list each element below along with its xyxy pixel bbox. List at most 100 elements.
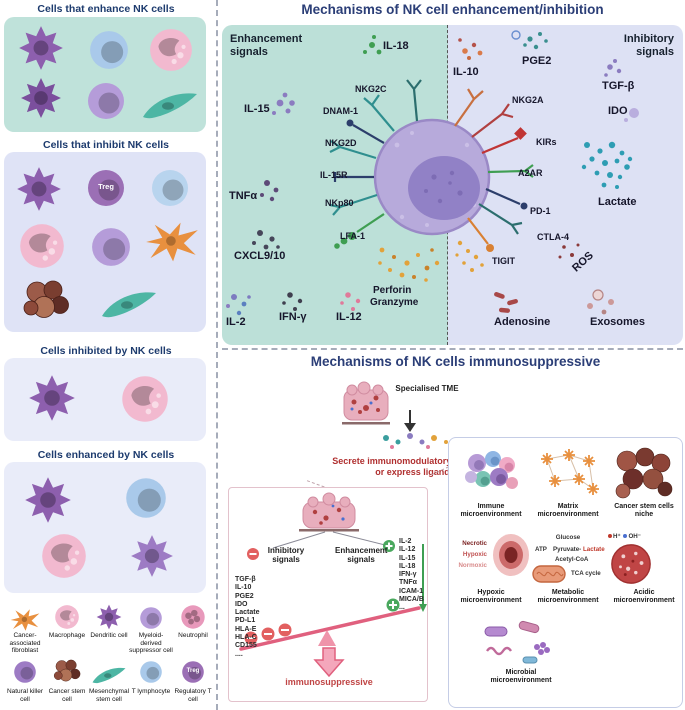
receptor-nkp80 bbox=[329, 193, 378, 216]
list-item: .... bbox=[235, 650, 243, 658]
list-item: ... bbox=[399, 604, 405, 612]
signal-label-il15: IL-15 bbox=[244, 103, 270, 115]
microenv-caption-acidic: Acidic microenvironment bbox=[613, 589, 675, 605]
receptor-nkg2a bbox=[471, 103, 514, 138]
panel-title-enhance-nk: Cells that enhance NK cells bbox=[37, 3, 175, 15]
panel-title-inhibit-nk: Cells that inhibit NK cells bbox=[42, 139, 170, 151]
signal-label-il2: IL-2 bbox=[226, 316, 246, 328]
t-lymphocyte-icon bbox=[150, 168, 190, 208]
microenv-caption-hypoxic: Hypoxic microenvironment bbox=[460, 589, 522, 605]
balance-inhibitory-list: TGF-β IL-10 PGE2 IDO Lactate PD-L1 HLA-E… bbox=[235, 576, 260, 659]
receptor-il15r bbox=[333, 172, 374, 182]
mesenchymal-cell-icon bbox=[142, 87, 198, 123]
mdsc-icon bbox=[90, 226, 132, 268]
receptor-il10r bbox=[454, 88, 484, 127]
metabolic-term-tca: TCA cycle bbox=[571, 570, 601, 577]
list-item: IDO bbox=[235, 600, 248, 608]
branch-lines bbox=[272, 531, 386, 549]
green-down-arrowhead bbox=[419, 604, 427, 612]
mesenchymal-cell-icon bbox=[100, 286, 158, 322]
receptor-label-a2ar: A2AR bbox=[518, 168, 543, 178]
mdsc-icon bbox=[139, 606, 163, 630]
nk-cell-body bbox=[373, 118, 491, 236]
inhibitory-signals-header: Inhibitory signals bbox=[623, 33, 674, 58]
signal-label-tgfb: TGF-β bbox=[602, 80, 635, 92]
cancer-stem-niche-icon bbox=[615, 447, 673, 499]
oh-ion-dot-icon bbox=[623, 534, 628, 538]
legend-label: Myeloid-derived suppressor cell bbox=[129, 632, 173, 655]
receptor-dnam1 bbox=[346, 119, 385, 144]
list-item: Lactate bbox=[235, 609, 260, 617]
list-item: TGF-β bbox=[235, 576, 256, 583]
hypoxic-zone-label: Normoxic bbox=[458, 562, 487, 569]
receptor-nkg2d bbox=[329, 140, 377, 160]
mechanisms-title: Mechanisms of NK cell enhancement/inhibi… bbox=[301, 2, 604, 17]
legend-label: Cancer-associated fibroblast bbox=[9, 632, 41, 655]
signal-label-perforin: Perforin bbox=[373, 285, 412, 296]
nk-mechanisms-illustration bbox=[226, 30, 639, 316]
macrophage-icon bbox=[40, 532, 88, 580]
receptor-label-tigit: TIGIT bbox=[492, 256, 515, 266]
receptor-ctla4 bbox=[478, 203, 523, 235]
receptor-tigit bbox=[467, 217, 494, 252]
ifng-molecules-icon bbox=[282, 292, 303, 311]
il15-molecules-icon bbox=[272, 92, 295, 115]
oh-ion-label: OH⁻ bbox=[628, 533, 642, 540]
plus-icon bbox=[383, 540, 395, 552]
microenv-caption-immune: Immune microenvironment bbox=[460, 503, 522, 519]
hypoxic-zone-label: Hypoxic bbox=[462, 551, 487, 558]
tigit-side-molecules-icon bbox=[455, 240, 484, 272]
h-ion-label: H⁺ bbox=[613, 533, 621, 540]
macrophage-icon bbox=[18, 222, 66, 270]
il2-molecules-icon bbox=[226, 294, 251, 316]
specialised-tme-icon bbox=[342, 381, 390, 425]
dendritic-cell-icon bbox=[96, 604, 122, 630]
legend-label: Cancer stem cell bbox=[48, 688, 86, 703]
secrete-molecules-text: Secrete immunomodulatory molecules or ex… bbox=[332, 456, 498, 477]
receptor-label-nkg2d: NKG2D bbox=[325, 138, 357, 148]
receptor-il18r bbox=[406, 79, 422, 122]
receptor-kirs bbox=[481, 127, 527, 155]
receptor-label-dnam1: DNAM-1 bbox=[323, 106, 358, 116]
list-item: IFN-γ bbox=[399, 571, 417, 579]
cancer-stem-cell-icon bbox=[53, 658, 81, 684]
specialised-tme-label: Specialised TME bbox=[395, 384, 459, 393]
immune-microenvironment-icon bbox=[465, 451, 518, 489]
ros-molecules-icon bbox=[558, 243, 580, 259]
list-item: IL-18 bbox=[399, 562, 416, 570]
legend-label: Natural killer cell bbox=[6, 688, 44, 703]
panel-title-inhibited-by-nk: Cells inhibited by NK cells bbox=[40, 345, 172, 357]
minus-icon bbox=[244, 631, 258, 645]
list-item: IL-12 bbox=[399, 546, 416, 554]
signal-label-ido: IDO bbox=[608, 105, 628, 117]
macrophage-icon bbox=[120, 374, 170, 424]
fibroblast-icon bbox=[144, 220, 200, 264]
immunosuppressive-arrow-icon bbox=[313, 647, 345, 678]
receptor-label-ctla4: CTLA-4 bbox=[537, 232, 569, 242]
horizontal-dashed-divider bbox=[222, 348, 683, 350]
acidic-ion-legend: H⁺ OH⁻ bbox=[607, 533, 641, 540]
list-item: IL-2 bbox=[399, 538, 412, 545]
list-item: HLA-E bbox=[235, 625, 257, 633]
il10-molecules-icon bbox=[458, 38, 483, 60]
t-lymphocyte-icon bbox=[124, 476, 168, 520]
panel-cells-inhibited-by-nk bbox=[4, 358, 206, 441]
panel-cells-inhibit-nk: Treg bbox=[4, 152, 206, 332]
signal-label-granzyme: Granzyme bbox=[370, 297, 419, 308]
macrophage-icon bbox=[148, 27, 194, 73]
dendritic-cell-icon bbox=[28, 374, 76, 422]
minus-icon bbox=[261, 627, 275, 641]
immunosuppressive-result-label: immunosuppressive bbox=[285, 677, 373, 687]
list-item: PGE2 bbox=[235, 592, 254, 600]
ido-molecules-icon bbox=[624, 108, 639, 122]
microenv-caption-microbial: Microbial microenvironment bbox=[490, 669, 552, 685]
plus-icon bbox=[386, 598, 400, 612]
tme-tissue-icon bbox=[299, 492, 359, 532]
lactate-molecules-icon bbox=[581, 141, 633, 189]
h-ion-dot-icon bbox=[608, 534, 612, 538]
adenosine-molecules-icon bbox=[494, 292, 518, 313]
microenv-caption-matrix: Matrix microenvironment bbox=[537, 503, 599, 519]
signal-label-il18: IL-18 bbox=[383, 40, 409, 52]
signal-label-tnfa: TNFα bbox=[229, 190, 258, 202]
